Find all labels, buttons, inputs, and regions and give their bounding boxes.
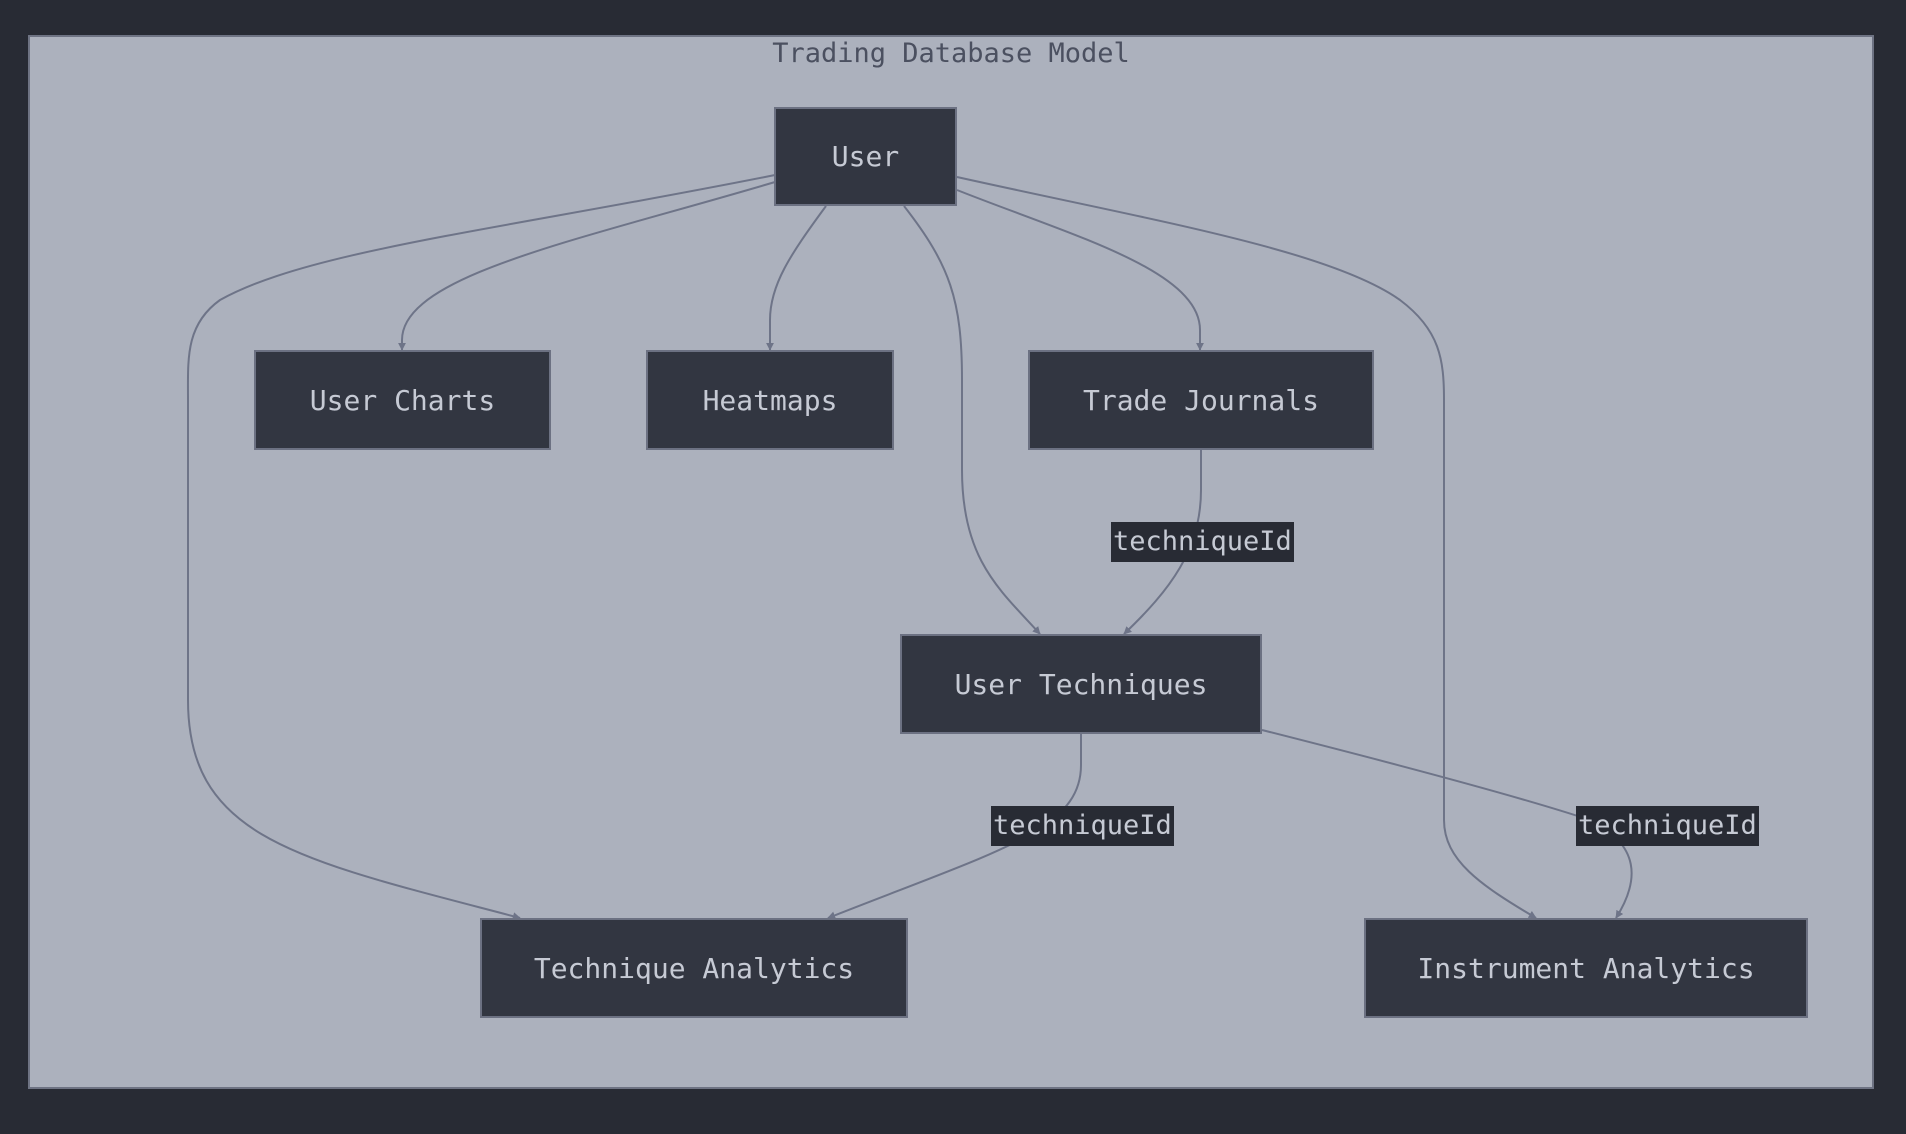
edge-techniques-to-instrument-analytics — [1261, 729, 1633, 919]
node-user-techniques[interactable]: User Techniques — [900, 634, 1262, 734]
edge-label-journals-techniques: techniqueId — [1111, 522, 1294, 562]
node-trade-journals[interactable]: Trade Journals — [1028, 350, 1374, 450]
edge-user-to-instrument-analytics — [956, 176, 1537, 919]
node-heatmaps-label: Heatmaps — [702, 383, 838, 417]
node-heatmaps[interactable]: Heatmaps — [646, 350, 894, 450]
node-user-charts[interactable]: User Charts — [254, 350, 551, 450]
node-user[interactable]: User — [774, 107, 957, 206]
edge-user-to-user-charts — [398, 181, 776, 351]
node-trade-journals-label: Trade Journals — [1082, 383, 1319, 417]
diagram-title: Trading Database Model — [772, 38, 1130, 69]
diagram-canvas — [28, 35, 1874, 1089]
node-user-label: User — [831, 140, 900, 173]
edge-user-to-heatmaps — [766, 205, 827, 351]
edge-journals-to-techniques — [1123, 450, 1202, 635]
edge-label-techniques-technique-analytics: techniqueId — [991, 806, 1174, 846]
edge-label-techniques-instrument-analytics: techniqueId — [1576, 806, 1759, 846]
edge-user-to-trade-journals — [956, 189, 1204, 351]
node-instrument-analytics[interactable]: Instrument Analytics — [1364, 918, 1808, 1018]
node-instrument-analytics-label: Instrument Analytics — [1417, 951, 1755, 985]
edge-user-to-technique-analytics — [186, 174, 776, 921]
node-user-charts-label: User Charts — [309, 383, 496, 417]
edge-user-to-user-techniques — [903, 205, 1041, 635]
node-technique-analytics[interactable]: Technique Analytics — [480, 918, 908, 1018]
node-technique-analytics-label: Technique Analytics — [533, 951, 855, 985]
node-user-techniques-label: User Techniques — [954, 667, 1208, 701]
